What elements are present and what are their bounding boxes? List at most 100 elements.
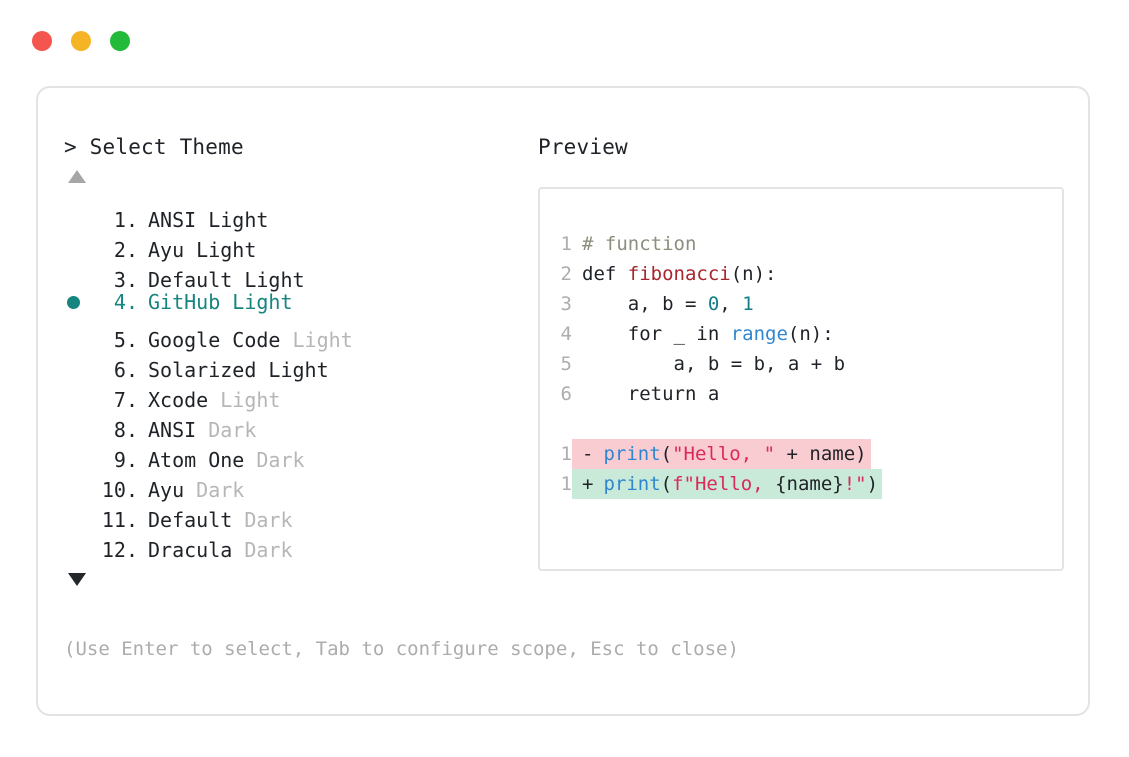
theme-index: 4. [113,290,138,314]
diff-code-content: print("Hello, " + name) [593,439,866,469]
close-dot[interactable] [32,31,52,51]
diff-sign: - [582,443,594,465]
theme-variant-label: Light [280,328,353,352]
theme-list-item[interactable]: 12.Dracula Dark [64,527,534,562]
code-content: return a [572,379,720,409]
code-token-string: "Hello, " [672,443,776,465]
code-spacer [540,409,1062,439]
theme-name: Google Code [148,328,281,352]
diff-code-content: print(f"Hello, {name}!") [593,469,878,499]
theme-list-item[interactable]: 8.ANSI Dark [64,407,534,442]
line-number: 1 [560,233,572,255]
diff-highlight: +print(f"Hello, {name}!") [572,469,883,499]
code-line: 1 # function [540,229,1062,259]
preview-title: Preview [538,135,628,159]
selection-indicator-cell [64,467,92,497]
selected-bullet-icon [67,296,80,309]
diff-line-number: 1 [560,473,572,495]
theme-list-item[interactable]: 3.Default Light [64,257,534,292]
selection-indicator-cell [64,197,92,227]
theme-list-item[interactable]: 11. Default Dark [64,497,534,532]
theme-variant-label: Dark [244,448,305,472]
selection-indicator-cell [64,437,92,467]
theme-list-item[interactable]: 4.GitHub Light [64,287,534,317]
selection-indicator-cell [64,407,92,437]
code-token-plain: a, b = [582,293,708,315]
theme-list-item[interactable]: 1. ANSI Light [64,197,534,232]
theme-index: 6. [113,358,138,382]
selection-indicator-cell [64,347,92,377]
theme-variant-label: Dark [232,508,293,532]
code-token-plain: ( [660,443,673,465]
selection-indicator-cell [64,527,92,557]
theme-name: GitHub [148,290,221,314]
code-token-plain: + name) [775,443,867,465]
selection-indicator-cell [64,227,92,257]
code-token-plain: a, b = b, a + b [582,353,846,375]
line-number: 5 [560,353,572,375]
theme-name: Atom One [148,448,245,472]
code-token-builtin: print [603,473,661,495]
theme-name: Default [148,508,233,532]
code-token-builtin: range [730,323,788,345]
theme-variant-label: Light [208,388,281,412]
code-line: 6 return a [540,379,1062,409]
theme-name: Ayu [148,238,185,262]
code-token-plain: for _ in [582,323,731,345]
code-token-plain: ) [866,473,879,495]
code-token-plain: , [719,293,743,315]
minimize-dot[interactable] [71,31,91,51]
selection-indicator-cell [64,377,92,407]
diff-line-del: 1-print("Hello, " + name) [540,439,1062,469]
theme-list-item[interactable]: 9.Atom One Dark [64,437,534,472]
triangle-down-icon[interactable] [68,573,86,586]
theme-list-item[interactable]: 5. Google Code Light [64,317,534,352]
code-token-plain: (n): [787,323,834,345]
selection-indicator-cell [64,317,92,347]
code-line: 3 a, b = 0, 1 [540,289,1062,319]
theme-name: ANSI [148,208,197,232]
code-token-num: 0 [707,293,720,315]
theme-index: 2. [113,238,138,262]
code-content: a, b = b, a + b [572,349,846,379]
theme-list-item[interactable]: 10.Ayu Dark [64,467,534,502]
window-traffic-lights [32,31,130,51]
code-token-comment: # function [582,233,697,255]
theme-variant-label: Dark [196,418,257,442]
line-number: 2 [560,263,572,285]
line-number: 4 [560,323,572,345]
theme-name: Xcode [148,388,209,412]
triangle-up-icon[interactable] [68,170,86,183]
theme-list-item[interactable]: 2.Ayu Light [64,227,534,262]
theme-index: 3. [113,268,138,292]
theme-index: 1. [113,208,138,232]
code-content: a, b = 0, 1 [572,289,754,319]
theme-name: Ayu [148,478,185,502]
theme-list-item[interactable]: 6.Solarized Light [64,347,534,382]
diff-sign: + [582,473,594,495]
selection-indicator-cell [64,497,92,527]
code-token-func: fibonacci [627,263,731,285]
diff-line-add: 1+print(f"Hello, {name}!") [540,469,1062,499]
code-token-plain: {name} [775,473,844,495]
theme-name: ANSI [148,418,197,442]
theme-list[interactable]: 1. ANSI Light 2. Ayu Light 3. Default Light 4.… [64,197,534,562]
theme-variant-label: Light [196,208,269,232]
diff-line-number: 1 [560,443,572,465]
code-token-string: f"Hello, [672,473,776,495]
code-content: # function [572,229,696,259]
code-token-string: !" [843,473,867,495]
theme-name: Default [148,268,233,292]
theme-index: 5. [113,328,138,352]
code-line: 4 for _ in range(n): [540,319,1062,349]
theme-index: 11. [101,508,138,532]
code-token-num: 1 [742,293,754,315]
line-number: 3 [560,293,572,315]
theme-list-item[interactable]: 7.Xcode Light [64,377,534,412]
code-content: def fibonacci(n): [572,259,776,289]
maximize-dot[interactable] [110,31,130,51]
